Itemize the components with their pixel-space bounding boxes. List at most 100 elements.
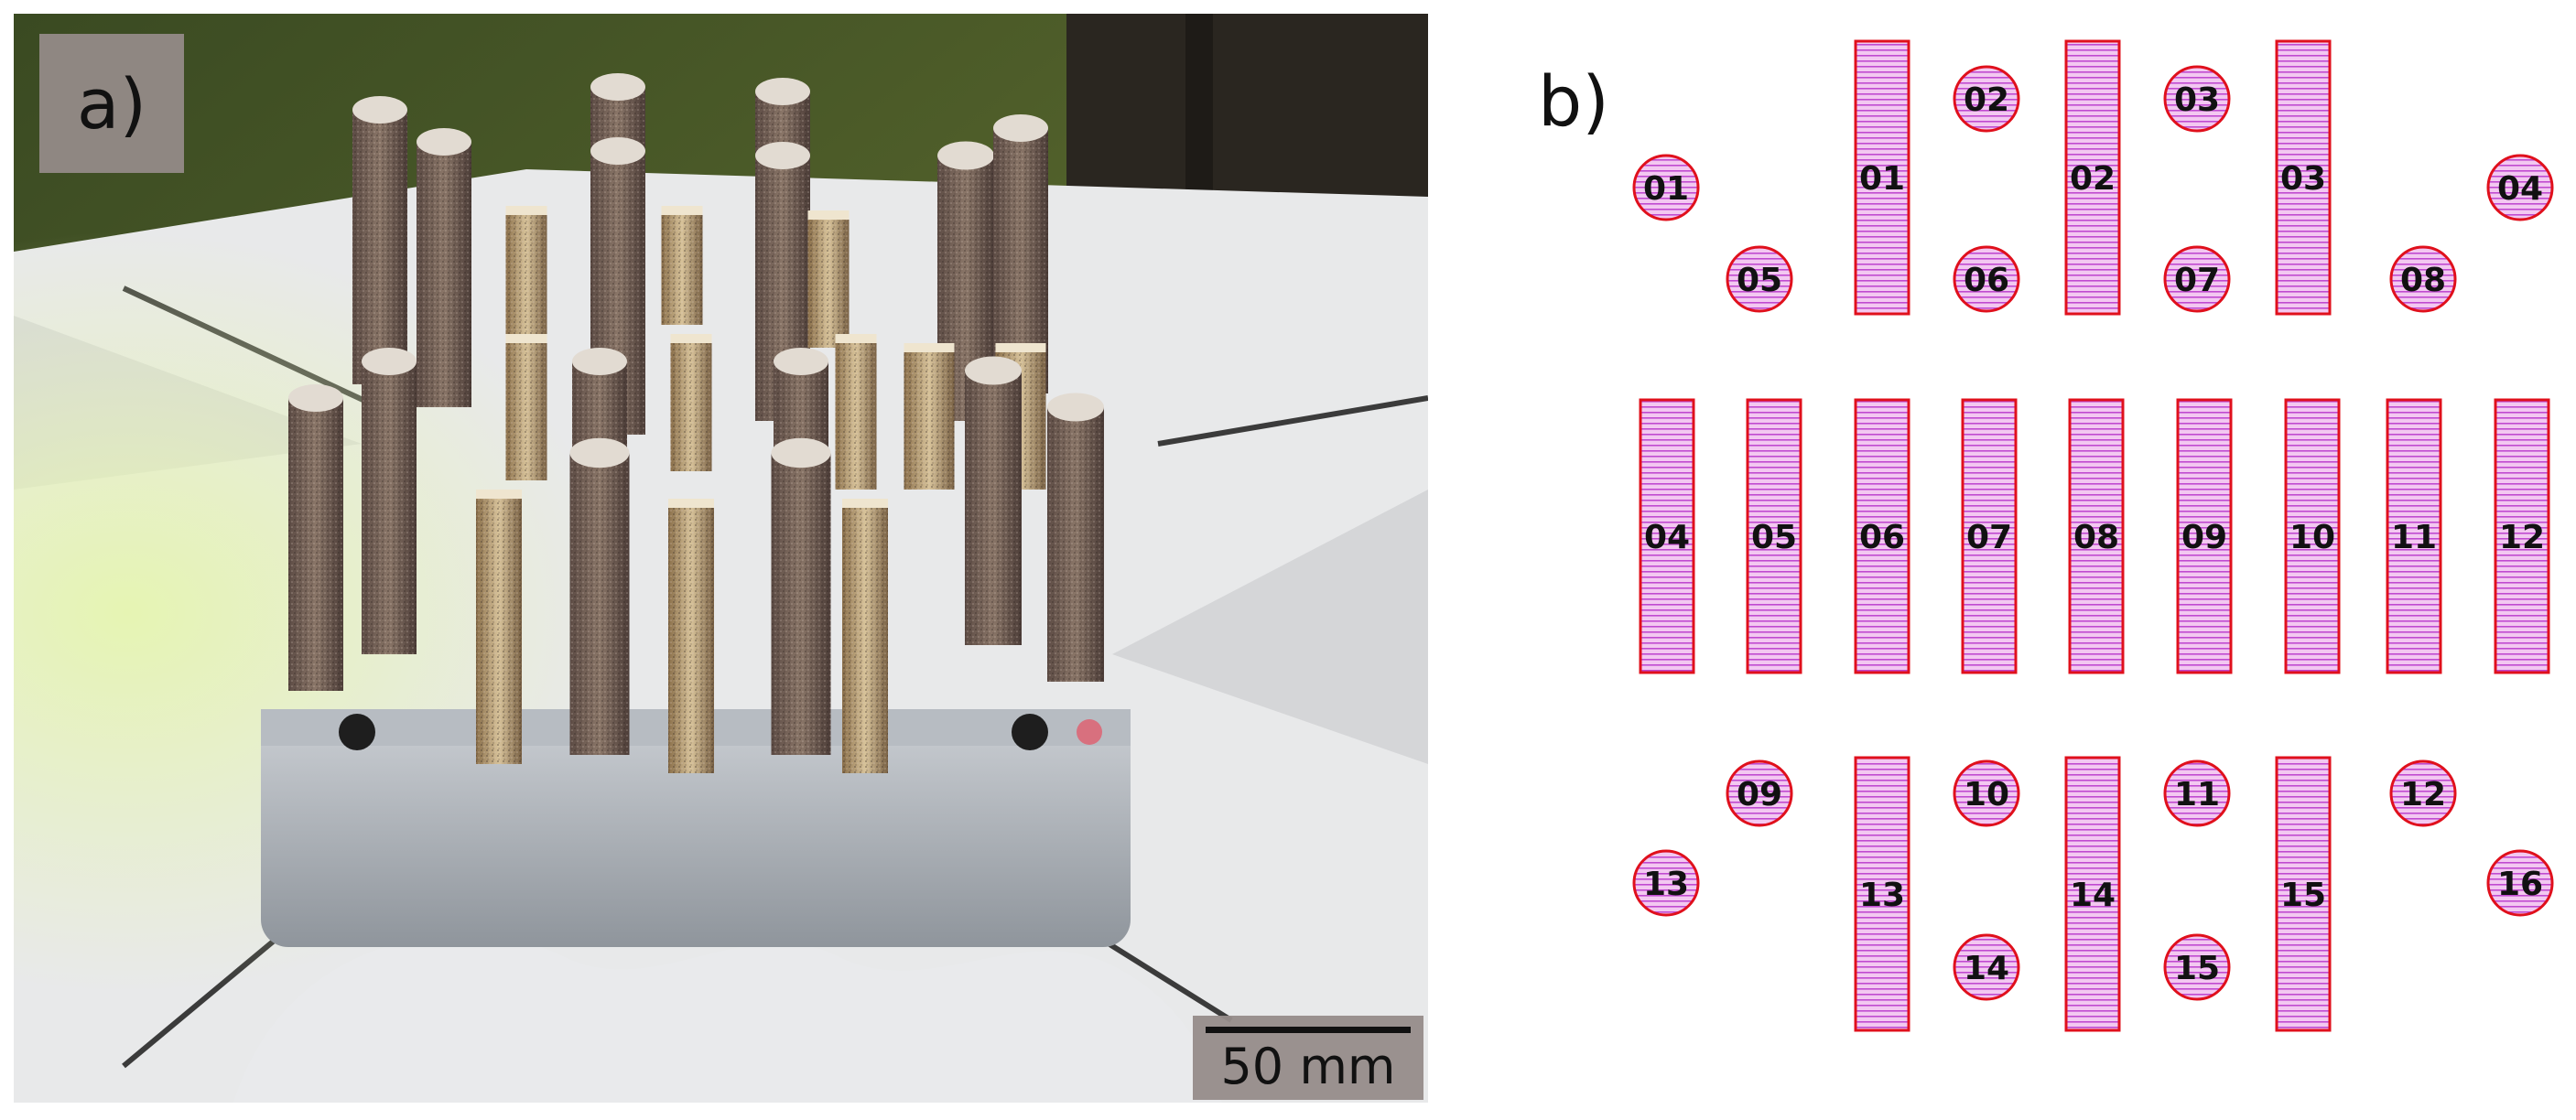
bar-specimen: 09 bbox=[2176, 398, 2233, 674]
panel-a-label: a) bbox=[39, 34, 184, 173]
cylinder-specimen: 15 bbox=[2163, 933, 2231, 1001]
cylinder-specimen-label: 01 bbox=[1643, 170, 1689, 208]
photo-bar bbox=[807, 210, 850, 348]
cylinder-specimen: 01 bbox=[1632, 154, 1700, 221]
cylinder-specimen: 16 bbox=[2486, 849, 2554, 917]
bar-specimen-label: 05 bbox=[1751, 519, 1797, 556]
cylinder-specimen-circle bbox=[1953, 245, 2020, 313]
cylinder-specimen: 05 bbox=[1726, 245, 1793, 313]
cylinder-specimen-circle bbox=[1632, 849, 1700, 917]
cylinder-specimen-circle bbox=[1726, 759, 1793, 827]
cylinder-specimen: 08 bbox=[2389, 245, 2457, 313]
cylinder-specimen-label: 13 bbox=[1643, 866, 1689, 903]
bar-specimen: 15 bbox=[2275, 756, 2332, 1032]
bar-specimen: 01 bbox=[1854, 39, 1910, 316]
build-plate-photo bbox=[14, 14, 1428, 1103]
bar-specimen-rect bbox=[1961, 398, 2018, 674]
cylinder-specimen-label: 14 bbox=[1964, 950, 2009, 987]
cylinder-specimen: 10 bbox=[1953, 759, 2020, 827]
bar-specimen-label: 13 bbox=[1859, 877, 1905, 914]
bar-specimen: 14 bbox=[2064, 756, 2121, 1032]
bar-specimen-label: 11 bbox=[2391, 519, 2437, 556]
bar-specimen-rect bbox=[2068, 398, 2125, 674]
cylinder-specimen: 04 bbox=[2486, 154, 2554, 221]
bar-specimen-rect bbox=[1854, 39, 1910, 316]
cylinder-specimen: 03 bbox=[2163, 65, 2231, 133]
bar-specimen: 12 bbox=[2494, 398, 2550, 674]
cylinder-specimen-label: 12 bbox=[2400, 776, 2446, 813]
cylinder-specimen-label: 16 bbox=[2497, 866, 2543, 903]
photo-bar bbox=[476, 490, 522, 764]
cylinder-specimen: 11 bbox=[2163, 759, 2231, 827]
photo-cylinder bbox=[569, 437, 630, 755]
bar-specimen: 06 bbox=[1854, 398, 1910, 674]
cylinder-specimen: 13 bbox=[1632, 849, 1700, 917]
bar-specimen-label: 07 bbox=[1966, 519, 2012, 556]
specimen-layout-diagram: 01 02 03 04 05 06 07 08 09 10 11 12 13 14 15 01 02 03 04 0… bbox=[1632, 39, 2554, 1032]
photo-bar bbox=[904, 343, 955, 490]
cylinder-specimen-label: 07 bbox=[2174, 262, 2220, 299]
cylinder-specimen-label: 02 bbox=[1964, 81, 2009, 119]
photo-bar bbox=[505, 334, 547, 480]
bar-specimen-rect bbox=[2275, 39, 2332, 316]
cylinder-specimen-label: 15 bbox=[2174, 950, 2220, 987]
bar-specimen: 10 bbox=[2284, 398, 2341, 674]
cylinder-specimen-circle bbox=[1953, 65, 2020, 133]
bar-specimen-rect bbox=[1639, 398, 1695, 674]
bar-specimen-rect bbox=[2064, 39, 2121, 316]
bar-specimen: 07 bbox=[1961, 398, 2018, 674]
bar-specimen: 13 bbox=[1854, 756, 1910, 1032]
cylinder-specimen-circle bbox=[2389, 245, 2457, 313]
cylinder-specimen-circle bbox=[2163, 245, 2231, 313]
photo-bar bbox=[505, 206, 547, 334]
bar-specimen-label: 12 bbox=[2499, 519, 2545, 556]
photo-cylinder bbox=[288, 384, 343, 691]
bar-specimen-label: 01 bbox=[1859, 160, 1905, 198]
panel-b-label: b) bbox=[1538, 60, 1609, 142]
bar-specimen-label: 09 bbox=[2181, 519, 2227, 556]
cylinder-specimens: 01 02 03 04 05 06 07 08 09 10 11 12 13 14 15 16 bbox=[1632, 65, 2554, 1001]
photo-bar bbox=[835, 334, 877, 490]
bar-specimen: 04 bbox=[1639, 398, 1695, 674]
photo-cylinder bbox=[1047, 393, 1104, 682]
bar-specimen-label: 08 bbox=[2073, 519, 2119, 556]
bar-specimen-label: 03 bbox=[2280, 160, 2326, 198]
cylinder-specimen-label: 04 bbox=[2497, 170, 2543, 208]
cylinder-specimen-label: 08 bbox=[2400, 262, 2446, 299]
cylinder-specimen-circle bbox=[1953, 759, 2020, 827]
photo-bar bbox=[842, 499, 888, 773]
cylinder-specimen-circle bbox=[2163, 933, 2231, 1001]
cylinder-specimen: 06 bbox=[1953, 245, 2020, 313]
photo-bar bbox=[668, 499, 714, 773]
photo-cylinder bbox=[362, 348, 417, 654]
scale-bar-label: 50 mm bbox=[1220, 1038, 1396, 1095]
bar-specimen-rect bbox=[2284, 398, 2341, 674]
scale-bar-box: 50 mm bbox=[1193, 1016, 1423, 1100]
bar-specimen-label: 15 bbox=[2280, 877, 2326, 914]
cylinder-specimen-label: 09 bbox=[1737, 776, 1782, 813]
bar-specimen-label: 04 bbox=[1644, 519, 1690, 556]
bar-specimen: 08 bbox=[2068, 398, 2125, 674]
bar-specimen-rect bbox=[2275, 756, 2332, 1032]
bar-specimen: 05 bbox=[1746, 398, 1802, 674]
cylinder-specimen: 02 bbox=[1953, 65, 2020, 133]
bar-specimen-label: 10 bbox=[2289, 519, 2335, 556]
bar-specimen-rect bbox=[2386, 398, 2442, 674]
bar-specimen: 03 bbox=[2275, 39, 2332, 316]
cylinder-specimen-circle bbox=[2163, 65, 2231, 133]
bar-specimen-rect bbox=[2064, 756, 2121, 1032]
photo-bar bbox=[661, 206, 703, 325]
cylinder-specimen-label: 11 bbox=[2174, 776, 2220, 813]
cylinder-specimen-label: 06 bbox=[1964, 262, 2009, 299]
scale-bar bbox=[1206, 1027, 1411, 1033]
cylinder-specimen-circle bbox=[1953, 933, 2020, 1001]
cylinder-specimen-circle bbox=[2163, 759, 2231, 827]
bar-specimen-label: 06 bbox=[1859, 519, 1905, 556]
cylinder-specimen-circle bbox=[2486, 154, 2554, 221]
bar-specimen-label: 14 bbox=[2070, 877, 2116, 914]
cylinder-specimen: 09 bbox=[1726, 759, 1793, 827]
cylinder-specimen-circle bbox=[1726, 245, 1793, 313]
photo-panel: a) 50 mm bbox=[14, 14, 1428, 1103]
photo-cylinder bbox=[352, 96, 407, 384]
cylinder-specimen-label: 10 bbox=[1964, 776, 2009, 813]
